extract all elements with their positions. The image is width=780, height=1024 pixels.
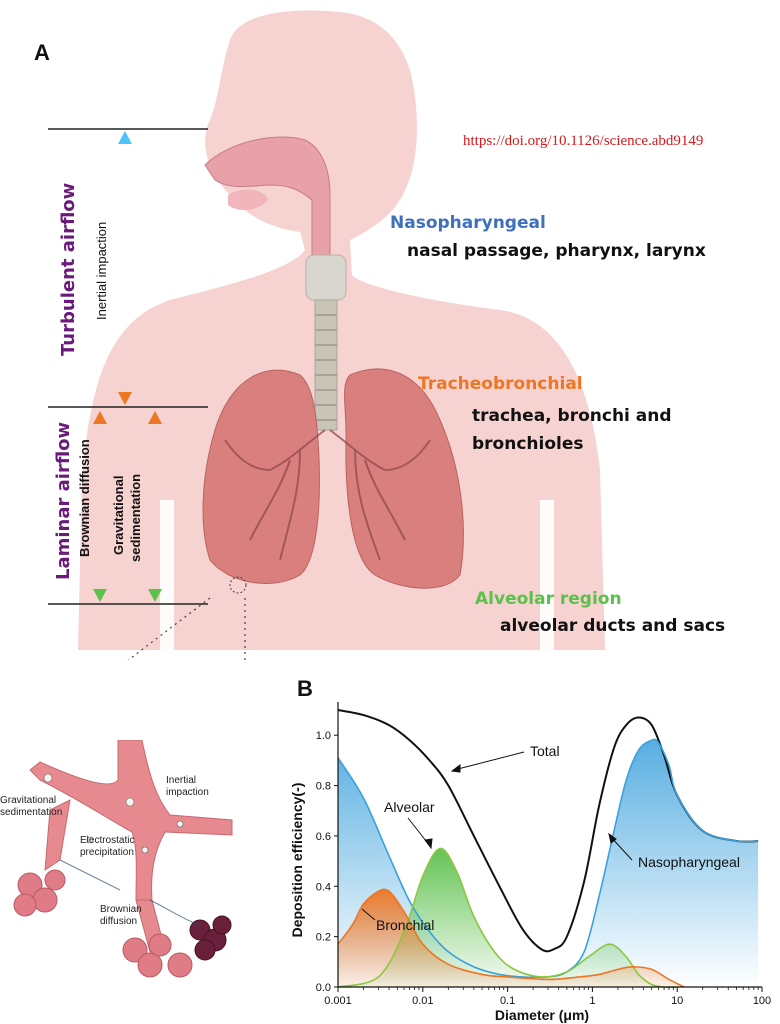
inset-electro-label-1: Electrostatic: [80, 835, 134, 846]
x-tick-label: 0.001: [324, 995, 352, 1007]
x-tick-label: 100: [753, 995, 771, 1007]
turbulent-airflow-label: Turbulent airflow: [58, 182, 79, 356]
inset-brownian-label-2: diffusion: [100, 916, 137, 927]
y-tick-label: 0.6: [316, 831, 331, 843]
x-axis-label: Diameter (μm): [495, 1007, 589, 1023]
deposition-chart: 0.0 0.2 0.4 0.6 0.8 1.0 0.001 0.01 0.1 1 10 100 Tot…: [289, 702, 771, 1023]
y-tick-label: 1.0: [316, 730, 331, 742]
doi-link[interactable]: https://doi.org/10.1126/science.abd9149: [463, 133, 704, 149]
annotation-bronchial: Bronchial: [376, 917, 434, 933]
bronchiole-inset: Gravitational sedimentation Inertial imp…: [0, 740, 233, 978]
inset-grav-label-1: Gravitational: [0, 795, 56, 806]
tracheobronchial-desc: trachea, bronchi and bronchioles: [472, 406, 672, 454]
x-tick-label: 0.01: [412, 995, 433, 1007]
x-tick-label: 0.1: [500, 995, 515, 1007]
nasopharyngeal-desc: nasal passage, pharynx, larynx: [407, 241, 706, 261]
brownian-diffusion-label: Brownian diffusion: [77, 439, 92, 557]
bronchiole-trunk: [29, 740, 233, 901]
y-tick-label: 0.8: [316, 781, 331, 793]
tracheobronchial-title: Tracheobronchial: [418, 374, 583, 394]
nasal-airway: [204, 136, 331, 256]
inertial-impaction-label: Inertial impaction: [94, 221, 109, 320]
series-line-total: [337, 709, 759, 953]
area-bronchial: [338, 889, 684, 987]
annotation-total: Total: [530, 743, 560, 759]
anatomy-illustration: [48, 10, 605, 660]
laminar-airflow-label: Laminar airflow: [53, 421, 74, 580]
series-line-alveolar: [337, 847, 678, 988]
nasopharyngeal-title: Nasopharyngeal: [390, 213, 546, 233]
gravitational-label: Gravitational: [111, 475, 126, 555]
series-line-bronchial: [337, 888, 685, 988]
area-nasopharyngeal: [338, 739, 759, 987]
body-silhouette: [78, 10, 605, 651]
alveolar-title: Alveolar region: [475, 589, 622, 609]
x-tick-label: 10: [671, 995, 683, 1007]
inset-inertial-label-1: Inertial: [166, 775, 196, 786]
inset-grav-label-2: sedimentation: [0, 807, 62, 818]
right-lung: [344, 368, 464, 589]
alveolar-desc: alveolar ducts and sacs: [500, 616, 726, 636]
annotation-nasopharyngeal: Nasopharyngeal: [638, 854, 740, 870]
sedimentation-label: sedimentation: [128, 473, 143, 562]
y-tick-label: 0.4: [316, 881, 331, 893]
panel-b-label: B: [297, 676, 313, 701]
series-line-nasopharyngeal: [337, 738, 759, 979]
annotation-alveolar: Alveolar: [384, 799, 435, 815]
larynx: [305, 254, 347, 301]
y-axis-label: Deposition efficiency(-): [289, 783, 305, 938]
inset-brownian-label-1: Brownian: [100, 904, 142, 915]
inset-inertial-label-2: impaction: [166, 787, 209, 798]
panel-a-label: A: [34, 40, 50, 65]
left-lung: [202, 369, 320, 584]
y-tick-label: 0.0: [316, 982, 331, 994]
y-tick-label: 0.2: [316, 932, 331, 944]
inset-electro-label-2: precipitation: [80, 847, 134, 858]
x-tick-label: 1: [589, 995, 595, 1007]
